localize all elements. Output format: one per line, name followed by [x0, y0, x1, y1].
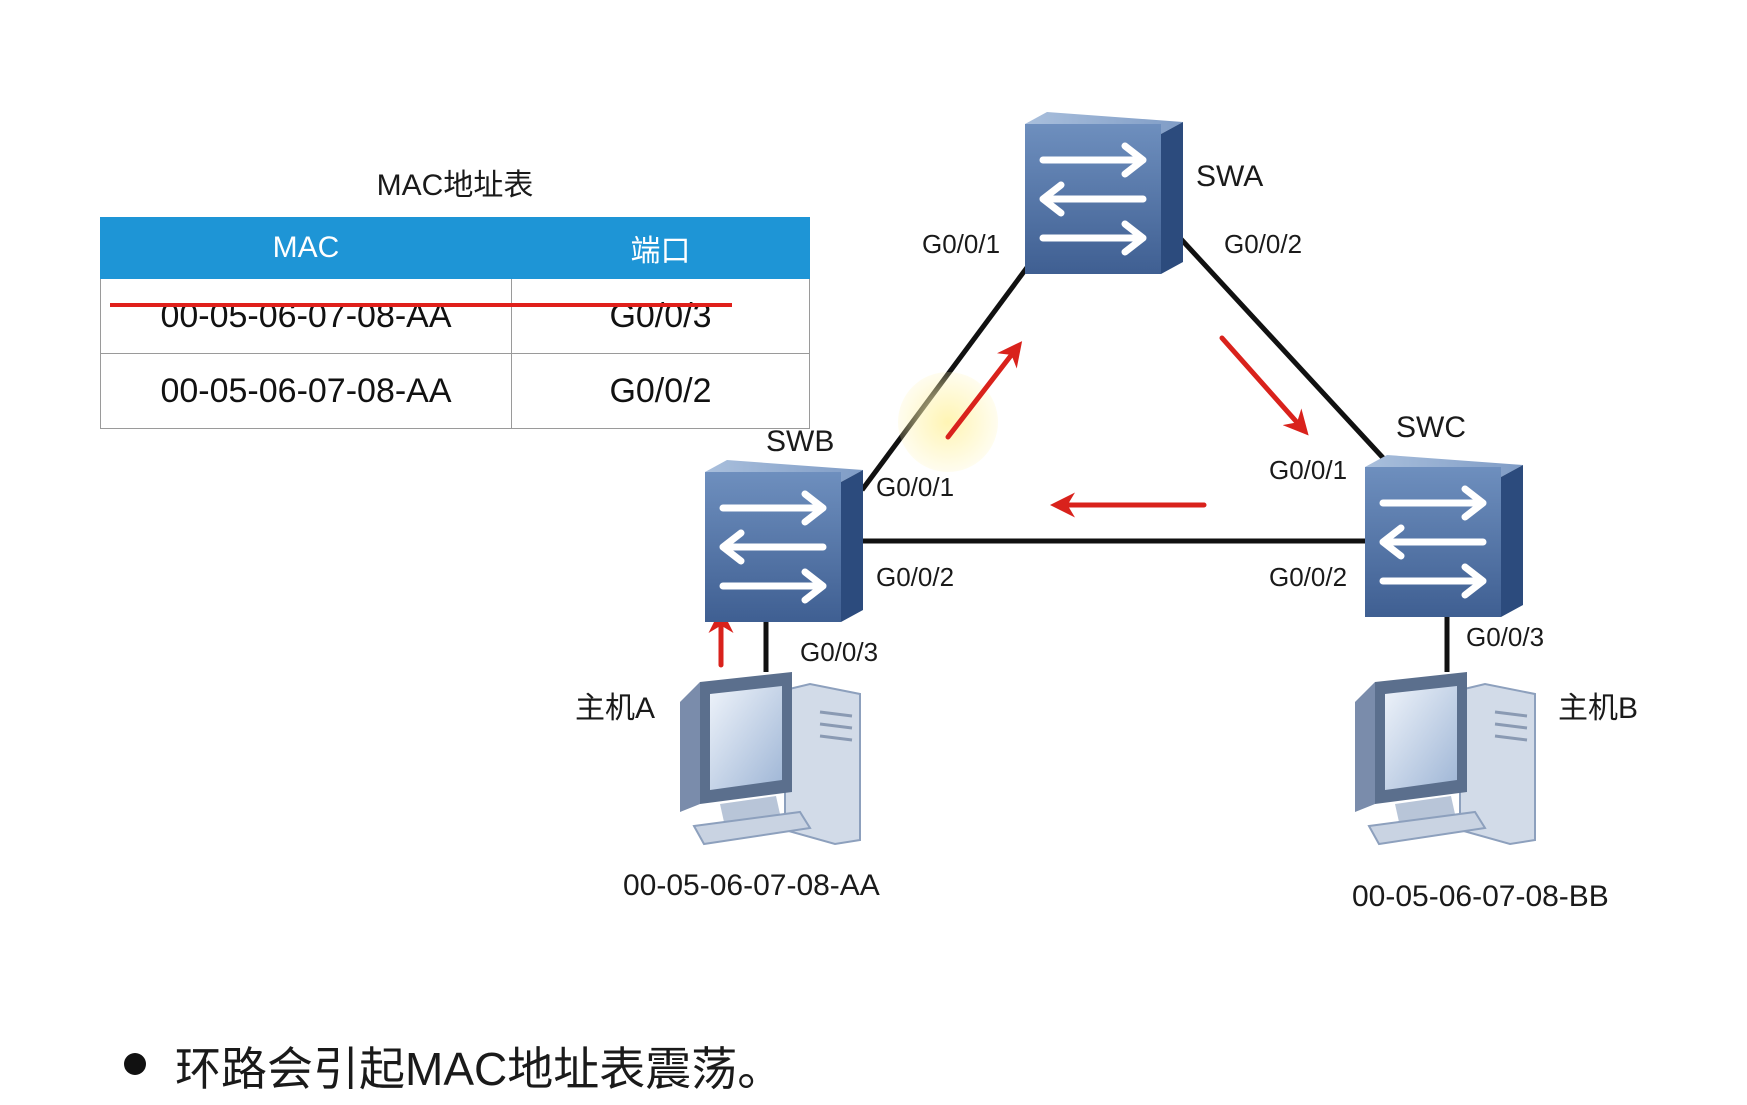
table-row: 00-05-06-07-08-AA G0/0/3	[100, 278, 810, 354]
link-swa-swc	[1178, 236, 1387, 462]
strikethrough-line	[110, 303, 732, 307]
header-port: 端口	[511, 217, 810, 279]
switch-swc-icon	[1365, 455, 1523, 617]
switch-swa-icon	[1025, 112, 1183, 274]
flow-arrow-swb-to-swa	[945, 341, 1023, 440]
swa-port-left: G0/0/1	[922, 229, 1001, 259]
table-header-row: MAC 端口	[100, 217, 810, 279]
flow-arrow-swa-to-swc	[1219, 335, 1309, 436]
swb-port-up: G0/0/1	[876, 472, 955, 502]
swa-name: SWA	[1196, 160, 1264, 193]
cell-port: G0/0/2	[511, 353, 810, 429]
host-a-mac: 00-05-06-07-08-AA	[623, 869, 880, 902]
swc-name: SWC	[1396, 411, 1466, 444]
cell-port: G0/0/3	[511, 278, 810, 354]
host-b-name: 主机B	[1558, 692, 1639, 725]
table-row: 00-05-06-07-08-AA G0/0/2	[100, 353, 810, 429]
swa-port-right: G0/0/2	[1224, 229, 1303, 259]
bullet-text: 环路会引起MAC地址表震荡。	[175, 1043, 784, 1095]
bullet-dot	[124, 1053, 146, 1075]
swc-port-up: G0/0/1	[1269, 455, 1348, 485]
swc-port-left: G0/0/2	[1269, 562, 1348, 592]
swb-name: SWB	[766, 425, 835, 458]
computer-host-a-icon	[680, 672, 861, 846]
switch-swb-icon	[705, 460, 863, 622]
cursor-highlight	[898, 372, 998, 472]
swc-port-down: G0/0/3	[1466, 622, 1545, 652]
host-a-name: 主机A	[575, 692, 656, 725]
swb-port-right: G0/0/2	[876, 562, 955, 592]
table-title: MAC地址表	[376, 169, 534, 202]
host-b-mac: 00-05-06-07-08-BB	[1352, 880, 1609, 913]
swb-port-down: G0/0/3	[800, 637, 879, 667]
header-mac: MAC	[100, 217, 512, 279]
link-swb-swa	[859, 248, 1043, 492]
cell-mac: 00-05-06-07-08-AA	[100, 278, 512, 354]
mac-address-table: MAC 端口 00-05-06-07-08-AA G0/0/3 00-05-06…	[100, 217, 810, 429]
computer-host-b-icon	[1355, 672, 1536, 846]
cell-mac: 00-05-06-07-08-AA	[100, 353, 512, 429]
